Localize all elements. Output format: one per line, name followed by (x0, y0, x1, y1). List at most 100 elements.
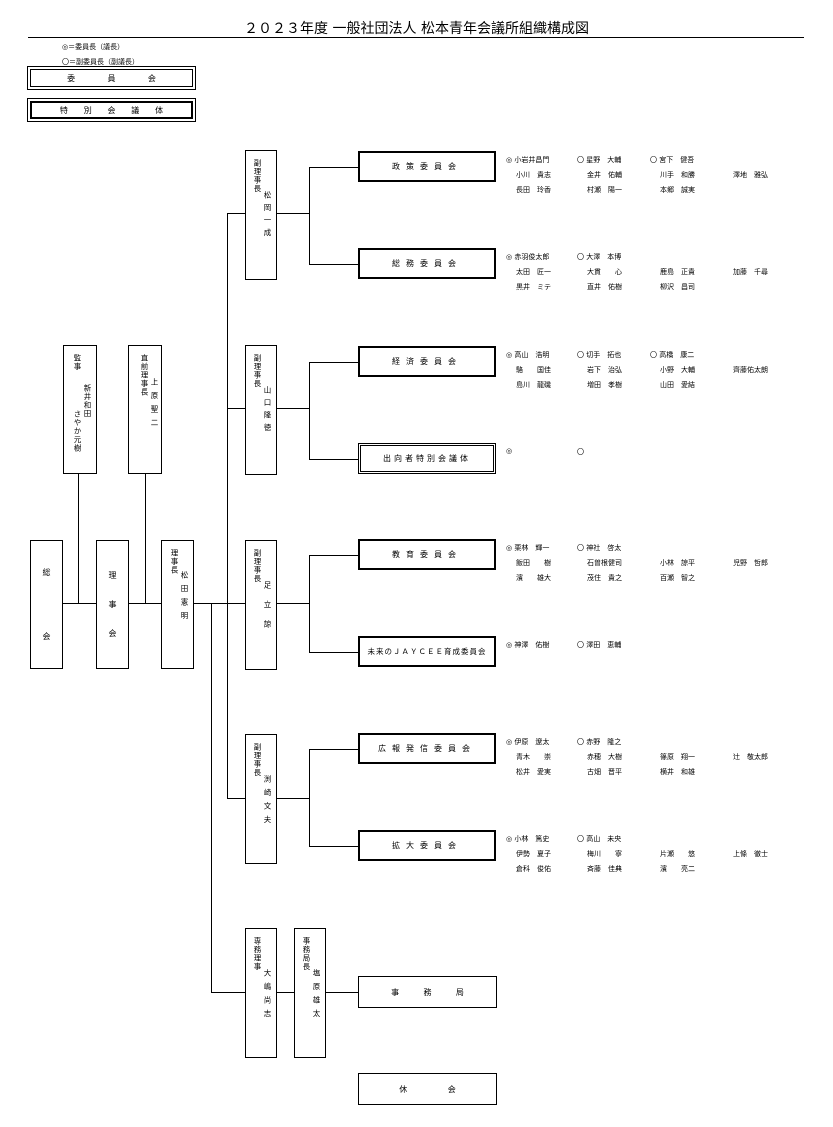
vp-box: 副理事長 松岡一成 (245, 150, 277, 280)
connector-line (309, 362, 359, 363)
committee-box: 政策委員会 (358, 151, 496, 182)
member-name: 黒井 ミテ (516, 283, 551, 291)
committee-char: 会 (147, 73, 156, 83)
secretariat-char: 務 (423, 987, 432, 997)
secretariat-char: 局 (455, 987, 464, 997)
connector-line (145, 474, 146, 604)
connector-line (325, 992, 359, 993)
member-name: 辻 敬太郎 (733, 753, 768, 761)
member-name: 横井 和雄 (660, 768, 695, 776)
member-name: 百瀬 智之 (660, 574, 695, 582)
member-name: 松井 愛実 (516, 768, 551, 776)
vp-box: 副理事長 山口隆徳 (245, 345, 277, 475)
connector-line (309, 749, 359, 750)
committee-box: 未来のＪＡＹＣＥＥ育成委員会 (358, 636, 496, 667)
member-name: ◎ (506, 447, 513, 455)
inactive-char: 休 (399, 1084, 408, 1094)
special-char: 体 (155, 105, 164, 115)
member-name: 本郷 誠実 (660, 186, 695, 194)
title-underline (28, 37, 804, 38)
member-name: 島川 龍磯 (516, 381, 551, 389)
special-body-legend-box: 特 別 会 議 体 (27, 98, 196, 122)
connector-line (211, 992, 245, 993)
secretariat-box: 事 務 局 (358, 976, 497, 1008)
connector-line (309, 749, 310, 847)
vp-box: 副理事長 足立諒 (245, 540, 277, 670)
connector-line (309, 264, 359, 265)
board-char: 理 (108, 571, 117, 580)
connector-line (227, 213, 245, 214)
board-char: 事 (108, 600, 117, 609)
past-president-name: 上原聖二 (150, 378, 159, 432)
member-name: 篠原 翔一 (660, 753, 695, 761)
committee-box: 拡大委員会 (358, 830, 496, 861)
vp-box: 副理事長 渕崎文夫 (245, 734, 277, 864)
member-name: 梅川 寧 (587, 850, 622, 858)
member-name: 古畑 晋平 (587, 768, 622, 776)
member-name: 飯田 樹 (516, 559, 551, 567)
connector-line (277, 213, 309, 214)
member-name: 加藤 千尋 (733, 268, 768, 276)
member-name: 長田 玲香 (516, 186, 551, 194)
committee-char: 員 (107, 73, 116, 83)
connector-line (309, 167, 359, 168)
member-name: 小野 大輔 (660, 366, 695, 374)
past-president-box: 直前理事長 上原聖二 (128, 345, 162, 474)
member-name: 児野 哲郎 (733, 559, 768, 567)
special-char: 会 (107, 105, 116, 115)
connector-line (277, 408, 309, 409)
legend-chair: ◎＝委員長（議長） (62, 43, 125, 51)
member-name: 柳沢 昌司 (660, 283, 695, 291)
board-char: 会 (108, 629, 117, 638)
auditor-names: さやか元樹 (73, 410, 82, 453)
connector-line (309, 459, 359, 460)
connector-line (128, 603, 161, 604)
connector-line (309, 846, 359, 847)
board-box: 理 事 会 (96, 540, 129, 669)
member-name: ◎ 伊原 遼太 (506, 738, 550, 746)
connector-line (309, 555, 359, 556)
member-name: ◎ 神澤 佑樹 (506, 641, 550, 649)
connector-line (309, 167, 310, 265)
member-name: 〇 神社 啓太 (577, 544, 622, 552)
vp-role: 副理事長 (253, 159, 262, 193)
member-name: 〇 高山 未央 (577, 835, 622, 843)
member-name: 斉藤 佳典 (587, 865, 622, 873)
member-name: 〇 切手 拓也 (577, 351, 622, 359)
member-name: 赤穂 大樹 (587, 753, 622, 761)
member-name: 上條 徹士 (733, 850, 768, 858)
auditor-names: 新井和田 (83, 384, 92, 418)
member-name: 〇 高橋 康二 (650, 351, 695, 359)
member-name: 太田 匠一 (516, 268, 551, 276)
secretary-general-box: 事務局長 塩原雄太 (294, 928, 326, 1058)
inactive-box: 休 会 (358, 1073, 497, 1105)
secretary-general-role: 事務局長 (302, 937, 311, 971)
member-name: 澤地 雅弘 (733, 171, 768, 179)
member-name: 村瀬 陽一 (587, 186, 622, 194)
vp-name: 足立諒 (263, 581, 272, 640)
committee-box: 広報発信委員会 (358, 733, 496, 764)
committee-box: 経済委員会 (358, 346, 496, 377)
general-assembly-char: 会 (42, 631, 51, 641)
vp-role: 副理事長 (253, 354, 262, 388)
connector-line (277, 603, 309, 604)
member-name: ◎ 小岩井昌門 (506, 156, 550, 164)
member-name: ◎ 赤羽俊太郎 (506, 253, 550, 261)
past-president-role: 直前理事長 (140, 354, 149, 397)
trunk-line (211, 603, 212, 993)
member-name: 石曽根健司 (587, 559, 622, 567)
connector-line (309, 555, 310, 653)
secretary-general-name: 塩原雄太 (312, 969, 321, 1023)
executive-director-box: 専務理事 大嶋尚志 (245, 928, 277, 1058)
member-name: 大貫 心 (587, 268, 622, 276)
connector-line (193, 603, 227, 604)
member-name: 金井 佑輔 (587, 171, 622, 179)
member-name: 〇 宮下 健吾 (650, 156, 695, 164)
member-name: 小川 貴志 (516, 171, 551, 179)
connector-line (227, 408, 245, 409)
member-name: 〇 大澤 本博 (577, 253, 622, 261)
auditor-box: 監事 新井和田 さやか元樹 (63, 345, 97, 474)
connector-line (227, 798, 245, 799)
connector-line (62, 603, 96, 604)
connector-line (78, 474, 79, 604)
